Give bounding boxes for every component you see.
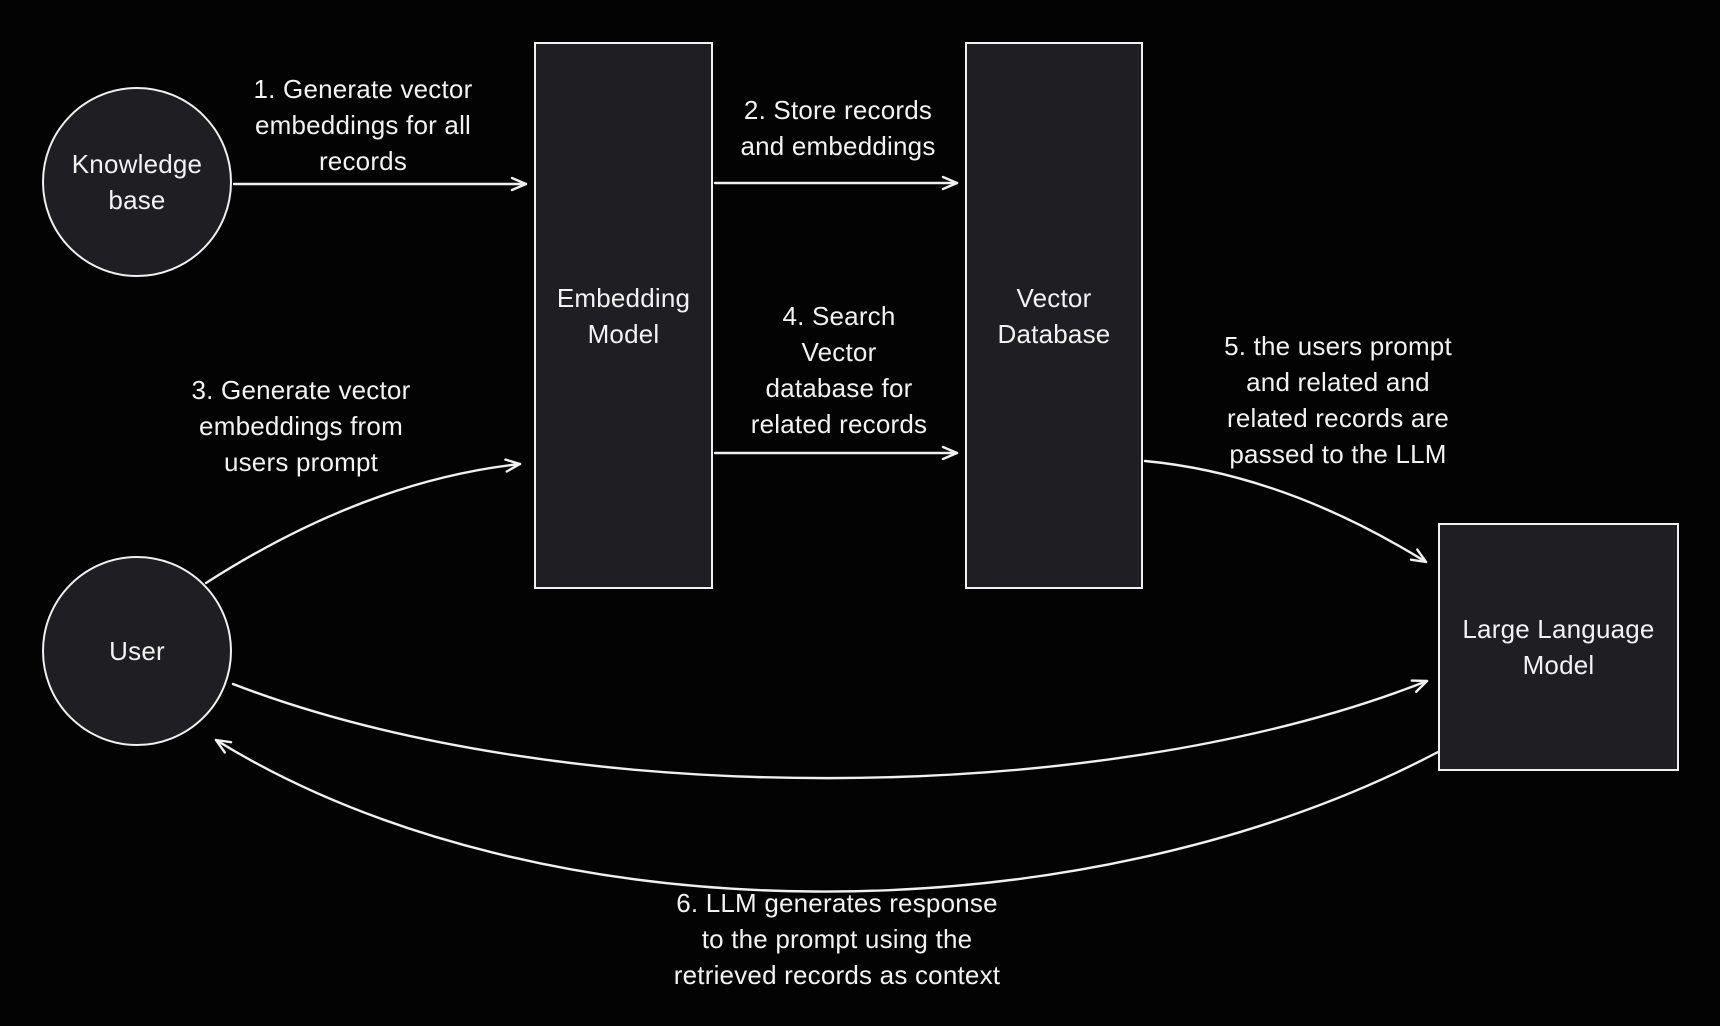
edge-label-step4: 4. Search Vector database for related re… — [679, 298, 999, 442]
node-vector-database-label-line: Database — [997, 318, 1111, 349]
edge-label-step1-line: embeddings for all — [254, 110, 472, 140]
arrow-user-to-embedding-model — [204, 458, 522, 585]
node-large-language-model-label-line: Model — [1522, 650, 1595, 680]
edge-label-step4-line: database for — [765, 373, 913, 403]
edge-label-step2-line: and embeddings — [740, 131, 936, 161]
arrow-llm-to-user — [214, 738, 1440, 893]
edge-label-step5: 5. the users prompt and related and rela… — [1178, 328, 1498, 472]
edge-label-step5-line: 5. the users prompt — [1224, 331, 1452, 361]
node-user-label-line: User — [109, 636, 165, 666]
node-embedding-model-label-line: Model — [587, 318, 660, 349]
arrow-user-to-llm — [231, 679, 1429, 780]
edge-label-step4-line: Vector — [801, 337, 877, 367]
node-large-language-model: Large Language Model — [1438, 523, 1679, 771]
node-user: User — [42, 556, 232, 746]
edge-label-step2: 2. Store records and embeddings — [678, 92, 998, 164]
edge-label-step6-line: 6. LLM generates response — [676, 888, 998, 918]
node-vector-database: Vector Database — [965, 42, 1143, 589]
edge-label-step4-line: related records — [750, 409, 928, 439]
edge-label-step1-line: 1. Generate vector — [253, 74, 473, 104]
node-embedding-model-label-line: Embedding — [556, 282, 691, 313]
edge-label-step5-line: and related and — [1246, 367, 1430, 397]
arrow-vector-database-to-llm — [1143, 459, 1428, 564]
node-vector-database-label-line: Vector — [1016, 282, 1092, 313]
edge-label-step4-line: 4. Search — [782, 301, 896, 331]
edge-label-step3-line: embeddings from — [199, 411, 403, 441]
edge-label-step1: 1. Generate vector embeddings for all re… — [203, 71, 523, 179]
edge-label-step3-line: users prompt — [223, 447, 379, 477]
node-knowledge-base-label-line: base — [108, 185, 166, 215]
edge-label-step1-line: records — [318, 146, 408, 176]
node-embedding-model: Embedding Model — [534, 42, 713, 589]
node-knowledge-base: Knowledge base — [42, 87, 232, 277]
edge-label-step2-line: 2. Store records — [743, 95, 933, 125]
edge-label-step5-line: passed to the LLM — [1229, 439, 1447, 469]
edge-label-step3: 3. Generate vector embeddings from users… — [141, 372, 461, 480]
edge-label-step6-line: retrieved records as context — [673, 960, 1001, 990]
edge-label-step6-line: to the prompt using the — [701, 924, 973, 954]
edge-label-step3-line: 3. Generate vector — [191, 375, 411, 405]
node-large-language-model-label-line: Large Language — [1462, 614, 1655, 644]
node-knowledge-base-label-line: Knowledge — [71, 149, 203, 179]
edge-label-step6: 6. LLM generates response to the prompt … — [657, 885, 1017, 993]
edge-label-step5-line: related records are — [1226, 403, 1450, 433]
